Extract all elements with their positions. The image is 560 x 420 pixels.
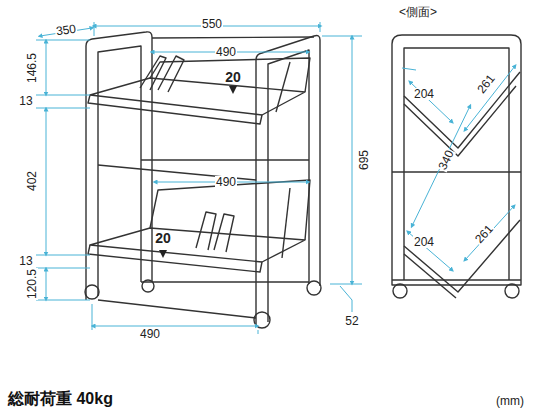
dimension-label: 550 [201, 18, 223, 30]
dimension-label: 490 [215, 176, 237, 188]
dimension-label: 120.5 [26, 268, 38, 300]
dimension-label: 490 [215, 46, 237, 58]
dimension-label: 261 [472, 222, 496, 246]
load-capacity-note: 総耐荷重 40kg [8, 389, 113, 410]
dimension-label: 13 [18, 95, 33, 107]
dimension-label: 20 [154, 231, 172, 245]
dimension-label: <側面> [398, 6, 438, 18]
dimension-label: 204 [413, 236, 435, 248]
dimension-label: 20 [224, 70, 242, 84]
dimension-label: (mm) [495, 395, 525, 407]
dimension-label: 402 [26, 170, 38, 192]
dimension-label: 350 [54, 23, 77, 38]
dimension-label: 52 [344, 315, 359, 327]
dimension-label: 146.5 [26, 52, 38, 84]
dimension-label: 340 [436, 147, 456, 172]
dimension-label: 13 [18, 255, 33, 267]
dimension-label: 695 [358, 149, 370, 171]
dimension-label: 490 [139, 328, 161, 340]
dimension-label: 204 [413, 88, 435, 100]
